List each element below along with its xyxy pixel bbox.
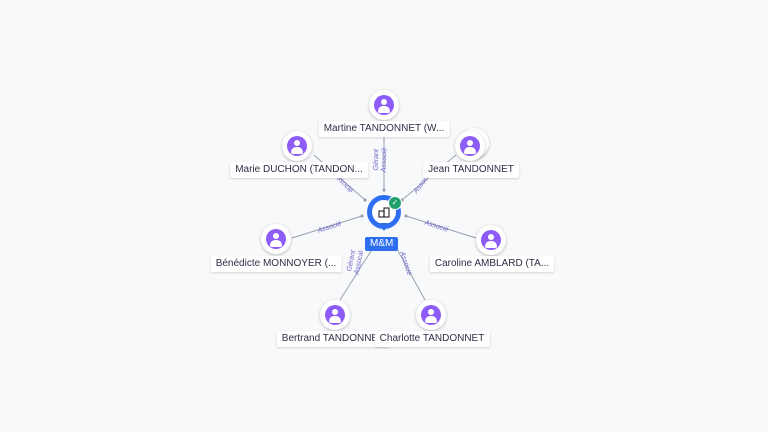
person-icon bbox=[476, 225, 506, 255]
edge-arrow bbox=[360, 214, 364, 218]
edge-arrow bbox=[363, 198, 367, 202]
edge-label: Associé bbox=[381, 148, 389, 174]
person-label[interactable]: Charlotte TANDONNET bbox=[374, 331, 490, 347]
person-label[interactable]: Bertrand TANDONNET bbox=[276, 331, 390, 347]
person-icon bbox=[455, 131, 485, 161]
edge-label: Associé bbox=[316, 220, 343, 235]
edge-label: Gérant bbox=[373, 148, 381, 171]
person-label[interactable]: Bénédicte MONNOYER (... bbox=[210, 256, 342, 272]
person-label[interactable]: Jean TANDONNET bbox=[423, 162, 519, 178]
person-icon bbox=[416, 300, 446, 330]
edge-arrow bbox=[404, 214, 408, 218]
edge-label: Associé bbox=[398, 250, 413, 277]
company-label[interactable]: M&M bbox=[365, 237, 399, 251]
person-label[interactable]: Marie DUCHON (TANDON... bbox=[230, 162, 368, 178]
pin-tip bbox=[378, 223, 390, 231]
person-label[interactable]: Caroline AMBLARD (TA... bbox=[429, 256, 555, 272]
check-icon: ✓ bbox=[388, 196, 402, 210]
person-icon bbox=[369, 90, 399, 120]
person-icon bbox=[320, 300, 350, 330]
person-icon bbox=[282, 131, 312, 161]
edge-label: Associé bbox=[423, 219, 450, 234]
person-icon bbox=[261, 224, 291, 254]
edge-arrow bbox=[382, 188, 386, 192]
edge-label: Gérant bbox=[346, 249, 358, 272]
edge-line bbox=[291, 215, 363, 239]
edge-line bbox=[405, 215, 477, 239]
company-node[interactable] bbox=[367, 195, 401, 231]
person-label[interactable]: Martine TANDONNET (W... bbox=[318, 121, 450, 137]
